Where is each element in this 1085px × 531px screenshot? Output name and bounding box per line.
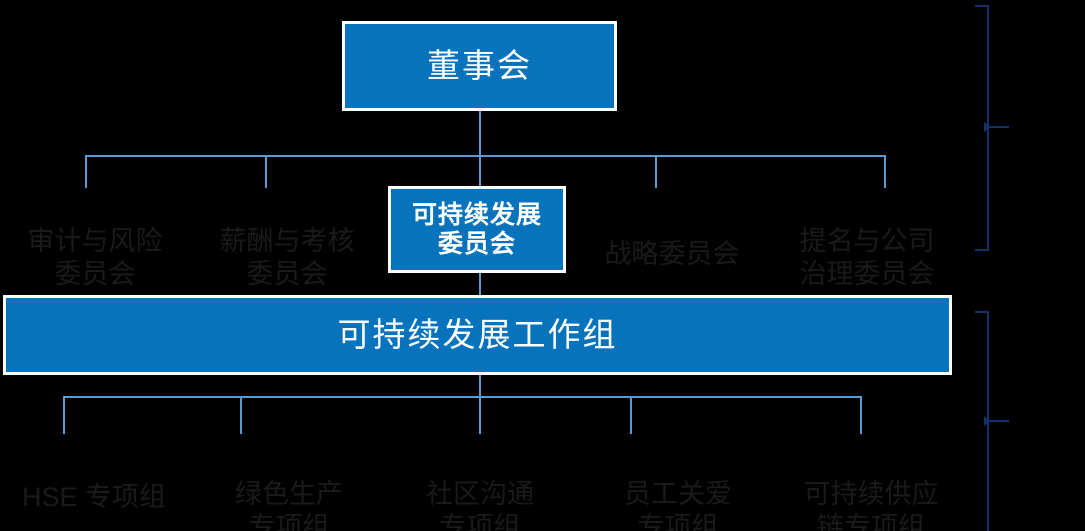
- workgroup-level-bracket-tick: [989, 420, 1009, 422]
- sustainability-workgroup-label: 可持续发展工作组: [337, 316, 618, 354]
- connector-committee-bus: [85, 155, 886, 157]
- committee-nomination-governance[interactable]: 提名与公司 治理委员会: [767, 192, 967, 291]
- connector-team-bus: [63, 396, 861, 398]
- connector-drop-committee-1: [85, 155, 87, 188]
- team-hse[interactable]: HSE 专项组: [0, 448, 194, 514]
- committee-remuneration-appraisal-label: 薪酬与考核 委员会: [219, 225, 355, 289]
- team-hse-label: HSE 专项组: [21, 481, 167, 512]
- connector-drop-team-4: [630, 396, 632, 434]
- team-employee-care-label: 员工关爱 专项组: [624, 478, 732, 531]
- board-of-directors-label: 董事会: [427, 47, 532, 85]
- board-level-bracket-tick: [989, 126, 1009, 128]
- connector-drop-committee-5: [884, 155, 886, 188]
- connector-drop-committee-4: [655, 155, 657, 188]
- committee-strategy[interactable]: 战略委员会: [572, 205, 772, 271]
- connector-drop-team-1: [63, 396, 65, 434]
- team-green-production-label: 绿色生产 专项组: [235, 478, 343, 531]
- board-of-directors-box[interactable]: 董事会: [342, 21, 617, 111]
- team-community-communication-label: 社区沟通 专项组: [426, 478, 534, 531]
- team-community-communication[interactable]: 社区沟通 专项组: [380, 445, 580, 531]
- sustainability-workgroup-box[interactable]: 可持续发展工作组: [3, 295, 952, 375]
- connector-drop-team-3: [479, 396, 481, 434]
- team-sustainable-supply-chain[interactable]: 可持续供应 链专项组: [771, 445, 971, 531]
- connector-board-stem: [479, 111, 481, 156]
- team-sustainable-supply-chain-label: 可持续供应 链专项组: [803, 478, 939, 531]
- connector-drop-team-2: [240, 396, 242, 434]
- committee-audit-risk-label: 审计与风险 委员会: [27, 225, 163, 289]
- workgroup-level-bracket-arrow: [984, 416, 991, 426]
- committee-sustainability-label: 可持续发展 委员会: [411, 200, 542, 258]
- committee-sustainability-box[interactable]: 可持续发展 委员会: [388, 186, 566, 273]
- connector-drop-team-5: [860, 396, 862, 434]
- committee-nomination-governance-label: 提名与公司 治理委员会: [799, 225, 935, 289]
- connector-workgroup-stem: [479, 375, 481, 397]
- team-green-production[interactable]: 绿色生产 专项组: [189, 445, 389, 531]
- committee-remuneration-appraisal[interactable]: 薪酬与考核 委员会: [187, 192, 387, 291]
- connector-drop-committee-2: [265, 155, 267, 188]
- committee-audit-risk[interactable]: 审计与风险 委员会: [0, 192, 195, 291]
- connector-drop-committee-3: [479, 155, 481, 188]
- committee-strategy-label: 战略委员会: [604, 238, 740, 269]
- board-level-bracket-arrow: [984, 122, 991, 132]
- connector-sustain-to-workgroup: [479, 273, 481, 298]
- team-employee-care[interactable]: 员工关爱 专项组: [578, 445, 778, 531]
